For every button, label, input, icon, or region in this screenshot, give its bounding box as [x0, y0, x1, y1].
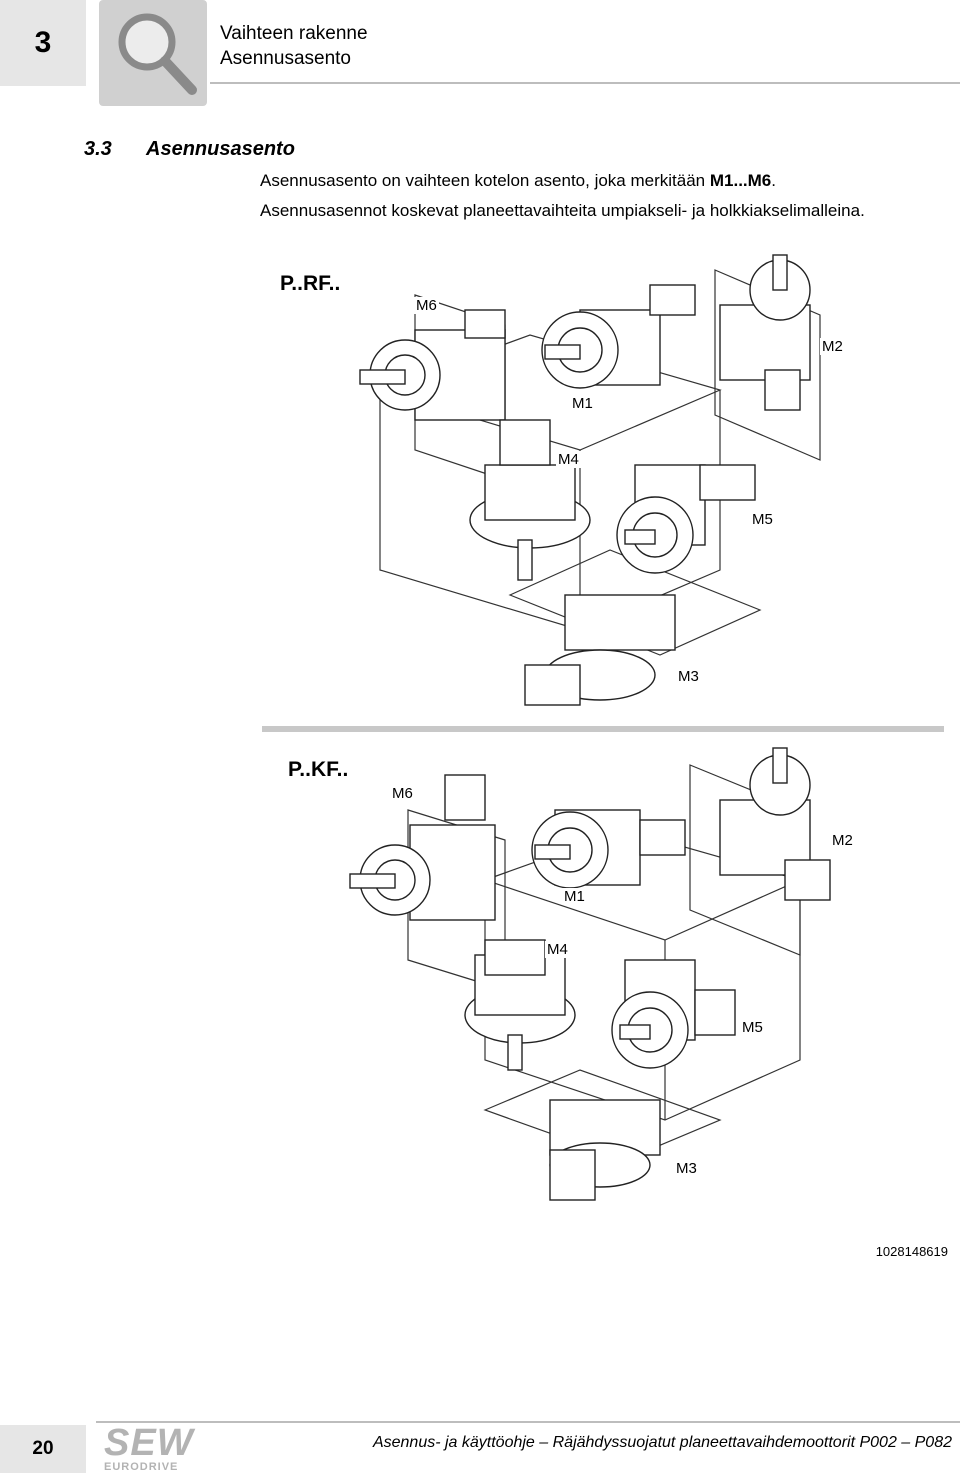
mounting-diagram-rf: P..RF.. M6 M2 M1 M4 M5 M3: [280, 250, 960, 720]
sew-eurodrive-logo: SEW EURODRIVE: [104, 1422, 194, 1473]
position-m4-label: M4: [545, 941, 570, 958]
position-m4-label: M4: [556, 451, 581, 468]
diagram-label-kf: P..KF..: [288, 758, 349, 781]
position-m1-label: M1: [570, 395, 595, 412]
section-title: Asennusasento: [146, 138, 295, 160]
intro-line-2: Asennusasennot koskevat planeettavaihtei…: [260, 201, 865, 220]
position-m3-label: M3: [676, 668, 701, 685]
position-m6-label: M6: [390, 785, 415, 802]
mounting-diagram-kf: P..KF.. M6 M2 M1 M4 M5 M3: [280, 740, 960, 1210]
cube-illustration: [349, 747, 831, 1201]
footer-divider: [96, 1421, 960, 1423]
position-m5-label: M5: [750, 511, 775, 528]
diagram-label-rf: P..RF..: [280, 272, 341, 295]
header-divider: [210, 82, 960, 84]
image-id: 1028148619: [875, 1244, 948, 1259]
intro-line-1: Asennusasento on vaihteen kotelon asento…: [260, 171, 776, 190]
position-m2-label: M2: [820, 338, 845, 355]
chapter-number: 3: [0, 0, 86, 86]
cube-illustration: [359, 254, 821, 706]
document-title: Asennus- ja käyttöohje – Räjähdyssuojatu…: [372, 1434, 952, 1451]
position-m5-label: M5: [740, 1019, 765, 1036]
chapter-subtitle: Asennusasento: [220, 48, 351, 69]
diagram-separator: [262, 726, 944, 732]
position-m3-label: M3: [674, 1160, 699, 1177]
section-heading: 3.3 Asennusasento: [84, 138, 295, 161]
magnifier-icon: [99, 0, 207, 106]
chapter-title: Vaihteen rakenne: [220, 23, 368, 44]
position-m1-label: M1: [562, 888, 587, 905]
page-number: 20: [0, 1425, 86, 1473]
position-range: M1...M6: [709, 171, 772, 190]
position-m2-label: M2: [830, 832, 855, 849]
section-number: 3.3: [84, 138, 112, 160]
position-m6-label: M6: [414, 297, 439, 314]
